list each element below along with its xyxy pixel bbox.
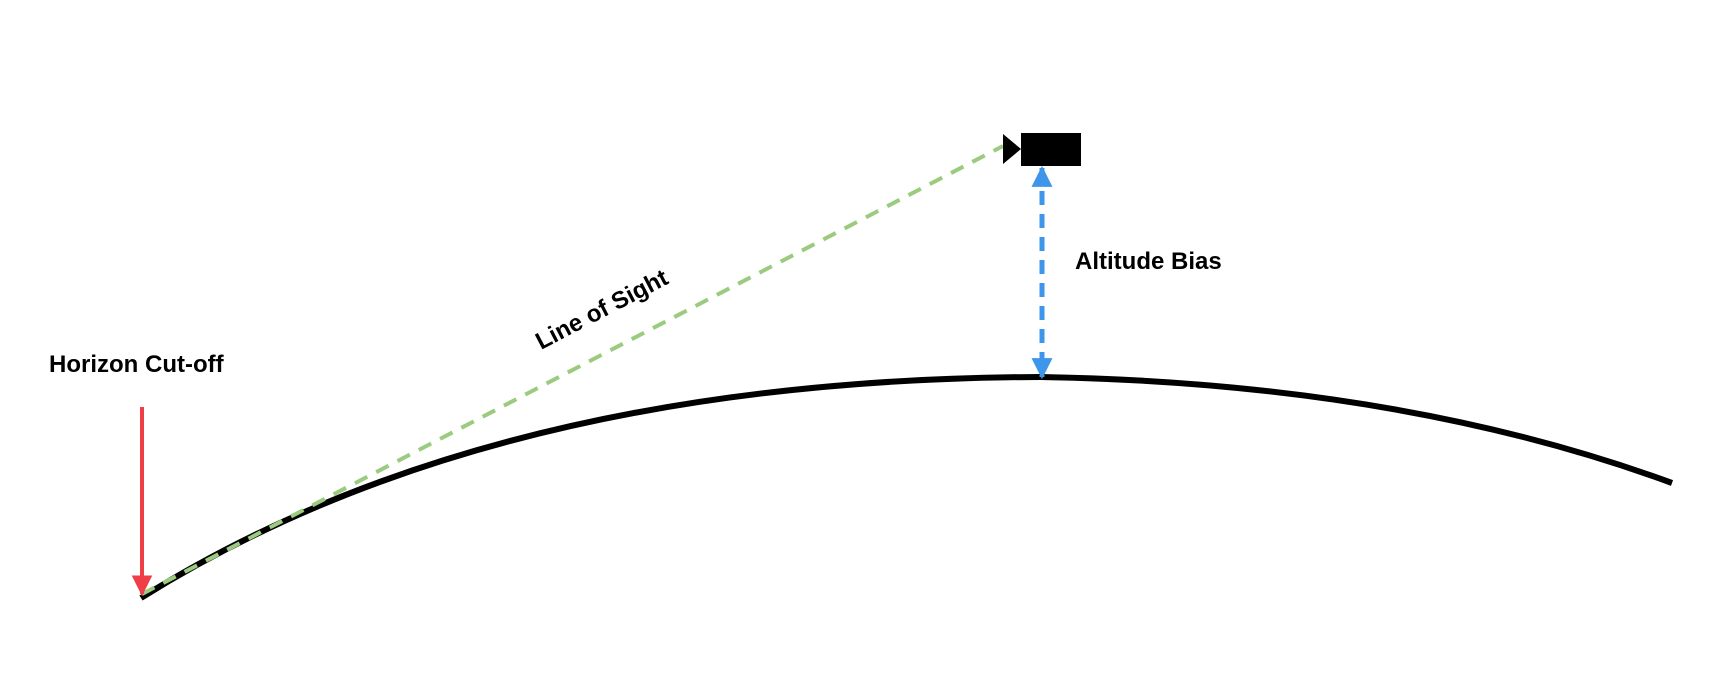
line-of-sight-label: Line of Sight xyxy=(531,264,672,355)
camera-icon xyxy=(1003,133,1081,166)
ground-curve xyxy=(139,373,1674,601)
altitude-bias-label: Altitude Bias xyxy=(1075,248,1222,275)
horizon-cutoff-label: Horizon Cut-off xyxy=(49,351,225,378)
line-of-sight-line xyxy=(141,144,1004,596)
